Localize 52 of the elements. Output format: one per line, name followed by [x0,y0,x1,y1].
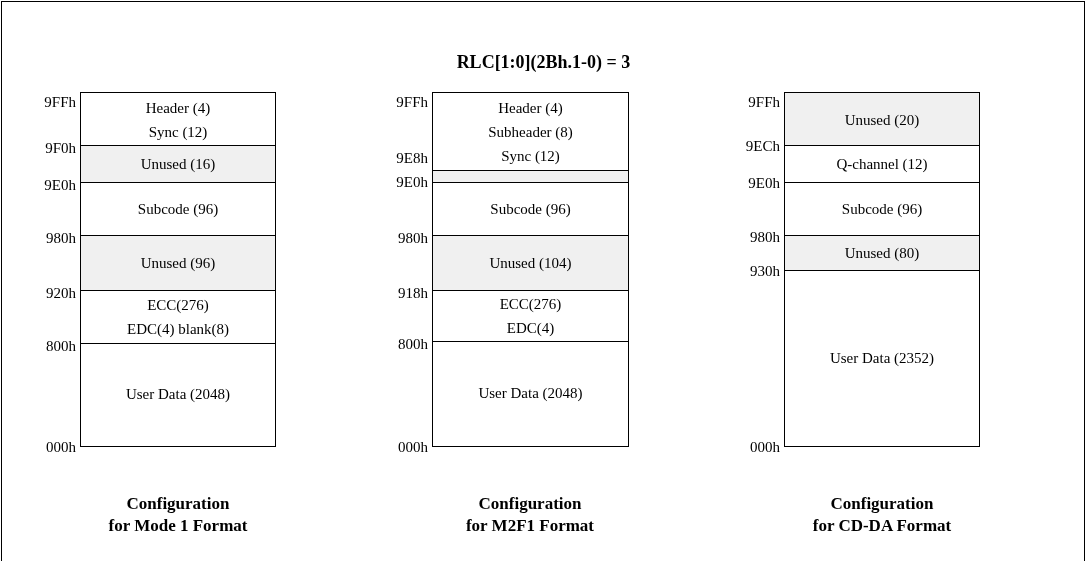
address-label: 920h [46,284,76,302]
address-label: 800h [398,335,428,353]
segment-label: Unused (96) [140,254,216,274]
format-caption: Configuration for CD-DA Format [812,493,952,537]
unused-segment [81,144,275,183]
address-label: 9E0h [748,174,780,192]
segment-label: EDC(4) blank(8) [126,320,230,340]
segment-label: User Data (2048) [125,385,231,405]
address-label: 9FFh [44,93,76,111]
unused-segment [785,93,979,146]
diagram-title: RLC[1:0](2Bh.1-0) = 3 [455,51,632,74]
memory-map-column [432,92,629,447]
segment-label: Q-channel (12) [836,155,928,175]
address-label: 000h [398,438,428,456]
address-label: 9FFh [396,93,428,111]
segment-label: ECC(276) [499,295,562,315]
address-label: 980h [46,229,76,247]
segment-label: EDC(4) [506,319,555,339]
address-label: 980h [750,228,780,246]
address-label: 980h [398,229,428,247]
segment-label: User Data (2352) [829,348,935,368]
address-label: 930h [750,262,780,280]
format-caption: Configuration for Mode 1 Format [108,493,248,537]
address-label: 9E0h [44,176,76,194]
segment-label: Sync (12) [148,122,208,142]
segment-label: Header (4) [145,98,211,118]
segment-label: Header (4) [498,99,563,118]
address-label: 9FFh [748,93,780,111]
address-label: 000h [750,438,780,456]
segment-label: Sync (12) [501,147,560,166]
segment-label: Unused (104) [489,254,572,274]
segment-label: Unused (20) [844,110,920,130]
segment-label: User Data (2048) [478,384,583,404]
format-caption: Configuration for M2F1 Format [465,493,595,537]
unused-segment [433,234,628,291]
segment-label: Subheader (8) [488,123,573,142]
segment-label: Unused (80) [844,244,920,264]
segment-label: ECC(276) [147,296,209,316]
segment-label: Subcode (96) [137,200,219,220]
segment-label: Subcode (96) [841,200,923,220]
address-label: 9E0h [396,173,428,191]
address-label: 000h [46,438,76,456]
memory-map-column [784,92,980,447]
address-label: 9E8h [396,149,428,167]
address-label: 800h [46,337,76,355]
address-label: 9F0h [45,139,76,157]
address-label: 9ECh [745,137,780,155]
memory-map-column [80,92,276,447]
unused-segment [81,234,275,291]
segment-label: Unused (16) [140,155,216,175]
segment-label: Subcode (96) [490,200,571,220]
address-label: 918h [398,284,428,302]
